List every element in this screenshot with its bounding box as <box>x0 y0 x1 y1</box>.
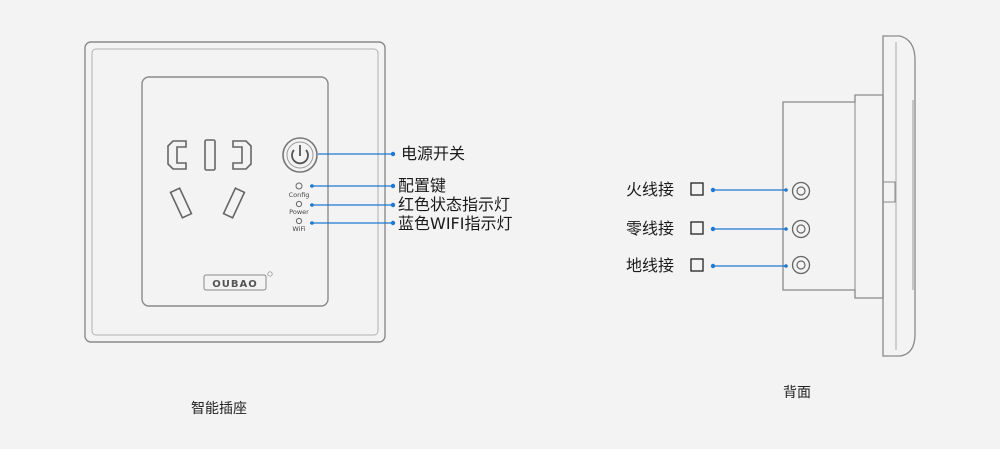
terminal-earth <box>791 255 811 275</box>
three-pin-socket-icon <box>169 187 246 219</box>
callout-red-status-light: 红色状态指示灯 <box>398 195 511 214</box>
power-button[interactable] <box>282 137 318 173</box>
terminal-live <box>791 181 811 201</box>
back-callouts <box>713 189 786 267</box>
callout-blue-wifi-light: 蓝色WIFI指示灯 <box>398 214 513 233</box>
indicator-config[interactable]: Config <box>289 182 310 199</box>
front-callouts <box>310 153 393 224</box>
terminal-box-icons <box>690 182 704 272</box>
callout-config-key: 配置键 <box>398 176 447 195</box>
wifi-label: WiFi <box>292 225 305 233</box>
brand-logo: OUBAO <box>203 271 273 291</box>
back-panel <box>882 35 916 357</box>
power-label: Power <box>289 208 309 216</box>
two-pin-socket-icon <box>167 139 252 171</box>
label-neutral-terminal: 零线接 <box>626 219 675 238</box>
config-label: Config <box>289 191 310 199</box>
indicator-power: Power <box>289 200 309 216</box>
terminal-neutral <box>791 219 811 239</box>
callout-power-switch: 电源开关 <box>401 144 466 163</box>
caption-front: 智能插座 <box>191 401 247 417</box>
label-live-terminal: 火线接 <box>626 180 675 199</box>
caption-back: 背面 <box>783 385 811 401</box>
label-earth-terminal: 地线接 <box>626 256 675 275</box>
front-panel <box>84 41 386 343</box>
svg-text:OUBAO: OUBAO <box>212 279 257 290</box>
power-icon <box>291 149 309 165</box>
indicator-wifi: WiFi <box>292 217 306 233</box>
